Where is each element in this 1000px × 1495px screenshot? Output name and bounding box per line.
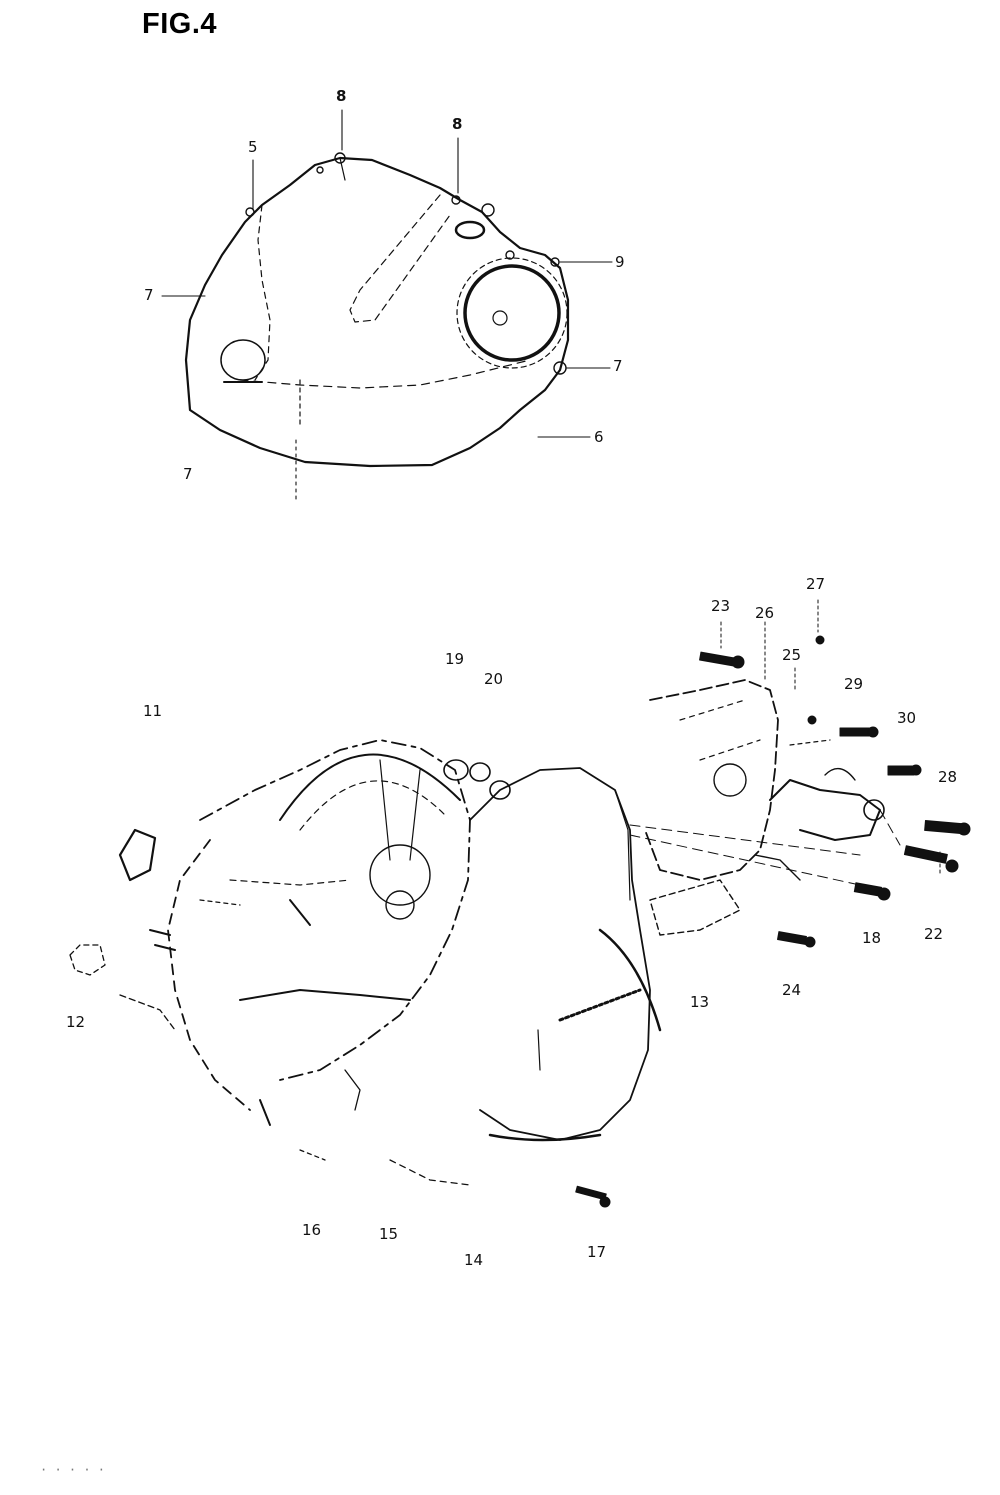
bolt-24 xyxy=(777,931,816,948)
bolts xyxy=(575,635,971,1208)
callout-13: 13 xyxy=(690,993,710,1011)
callout-27: 27 xyxy=(806,575,826,593)
callout-19: 19 xyxy=(445,650,465,668)
lower-leader-lines xyxy=(720,599,941,876)
cover-bolt-holes xyxy=(245,152,567,375)
callout-9: 9 xyxy=(615,253,625,271)
callout-15: 15 xyxy=(379,1225,399,1243)
cover-oil-window xyxy=(220,339,266,383)
callout-14: 14 xyxy=(464,1251,484,1269)
callout-11: 11 xyxy=(143,702,163,720)
clutch-housing-rings xyxy=(279,753,461,920)
figure-title: FIG.4 xyxy=(142,8,218,40)
engine-misc-details xyxy=(69,828,471,1186)
bolt-28 xyxy=(924,819,971,836)
callout-7-right: 7 xyxy=(613,357,623,375)
footer-mark: · · · · · xyxy=(40,1463,106,1477)
callout-28: 28 xyxy=(938,768,958,786)
callout-23: 23 xyxy=(711,597,731,615)
callout-25: 25 xyxy=(782,646,802,664)
callout-7-bottom: 7 xyxy=(183,465,193,483)
bolt-22 xyxy=(903,845,959,873)
seal-parts xyxy=(443,759,511,800)
crankcase-cover xyxy=(184,156,570,468)
bolt-17 xyxy=(575,1185,611,1208)
callout-30: 30 xyxy=(897,709,917,727)
engine-case-left xyxy=(167,739,471,1111)
upper-leader-lines xyxy=(161,109,613,501)
callout-24: 24 xyxy=(782,981,802,999)
bolt-18 xyxy=(853,882,891,901)
bolt-29 xyxy=(839,726,879,738)
callout-8-right: 8 xyxy=(452,115,463,133)
shaft-axis-lines xyxy=(629,809,901,886)
callout-22: 22 xyxy=(924,925,944,943)
cover-gasket-ring xyxy=(456,257,568,369)
callout-16: 16 xyxy=(302,1221,322,1239)
callout-18: 18 xyxy=(862,929,882,947)
engine-case-right xyxy=(469,767,662,1142)
callout-5: 5 xyxy=(248,138,258,156)
callout-29: 29 xyxy=(844,675,864,693)
starter-bracket xyxy=(769,739,885,841)
callout-26: 26 xyxy=(755,604,775,622)
callout-7-left: 7 xyxy=(144,286,154,304)
starter-cover xyxy=(644,679,801,936)
callout-17: 17 xyxy=(587,1243,607,1261)
callout-12: 12 xyxy=(66,1013,86,1031)
callout-20: 20 xyxy=(484,670,504,688)
bolt-30 xyxy=(887,764,922,776)
bolt-23 xyxy=(699,651,745,669)
callout-8-top: 8 xyxy=(336,87,347,105)
callout-6: 6 xyxy=(594,428,604,446)
